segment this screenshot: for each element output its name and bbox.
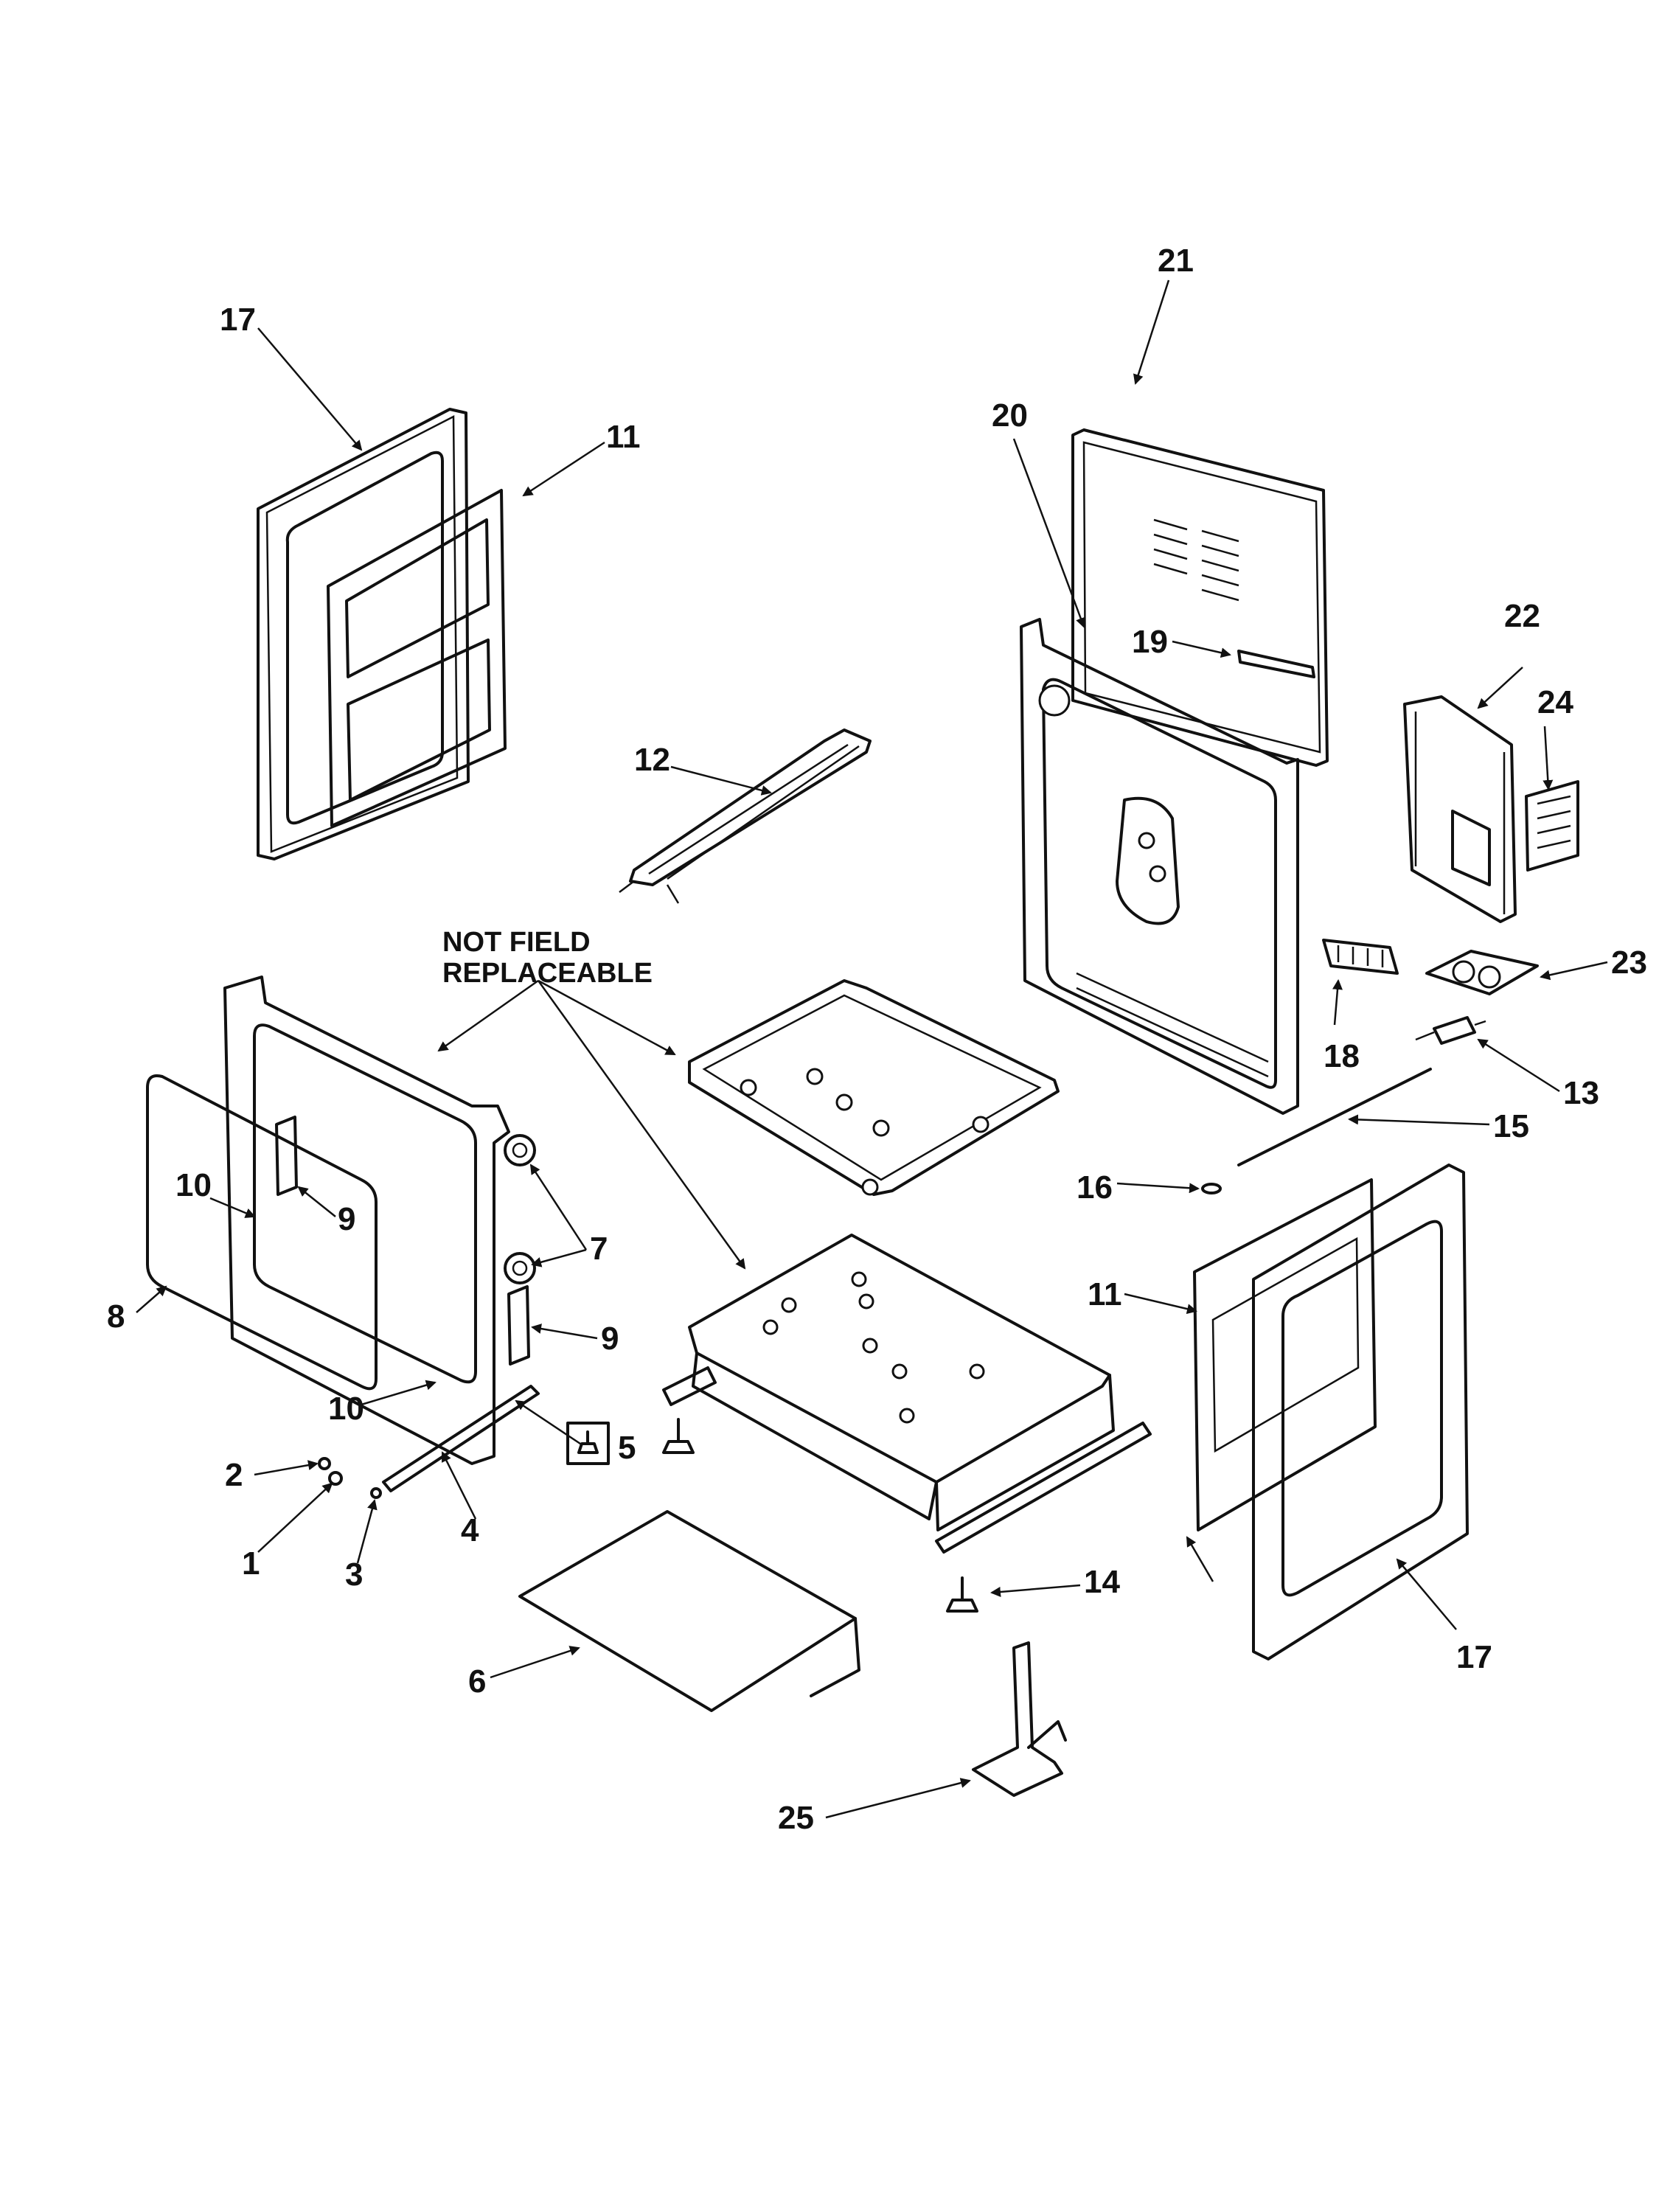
callout-16: 16	[1077, 1169, 1113, 1206]
callout-labels: 17 11 12 21 20 19 22 24 23 18 13 15 16 1…	[107, 243, 1647, 1836]
electrical-box	[1403, 695, 1517, 923]
callout-14: 14	[1084, 1564, 1120, 1600]
callout-9-lower: 9	[601, 1321, 619, 1357]
hardware-1	[328, 1471, 343, 1486]
leader-lines	[136, 279, 1608, 1819]
callout-25: 25	[778, 1800, 814, 1836]
callout-3: 3	[345, 1557, 363, 1593]
insulation-right-lower	[1193, 1178, 1377, 1531]
callout-10-upper: 10	[175, 1167, 212, 1203]
not-field-replaceable-line1: NOT FIELD	[442, 927, 591, 958]
callout-7: 7	[590, 1231, 608, 1267]
hinge-receptacle-lower	[507, 1285, 530, 1366]
callout-11-lower: 11	[1088, 1276, 1122, 1312]
callout-11-upper: 11	[606, 419, 641, 455]
vent-cover	[1525, 780, 1579, 872]
chassis-rail-right	[935, 1422, 1152, 1554]
callout-20: 20	[992, 397, 1028, 434]
callout-9-upper: 9	[338, 1201, 355, 1237]
callout-4: 4	[461, 1512, 479, 1548]
bottom-rail	[382, 1385, 540, 1492]
oven-front-frame	[223, 975, 510, 1465]
callout-21: 21	[1158, 243, 1194, 279]
callout-15: 15	[1493, 1108, 1529, 1144]
hinge-receptacle-upper	[275, 1116, 298, 1196]
bumper-lower	[504, 1252, 536, 1284]
terminal-block	[1322, 939, 1399, 975]
receptacle-plate	[1425, 950, 1539, 995]
insulation-left-upper	[327, 489, 507, 827]
bottom-chassis	[688, 1234, 1115, 1531]
wire-connector	[1415, 1016, 1486, 1045]
hardware-2	[318, 1457, 331, 1470]
rack	[619, 728, 872, 904]
hardware-3	[370, 1487, 382, 1499]
strip	[1237, 650, 1315, 678]
callout-1: 1	[242, 1545, 260, 1582]
callout-24: 24	[1537, 684, 1573, 720]
bottom-panel	[518, 1510, 860, 1712]
callout-12: 12	[634, 742, 670, 778]
callout-18: 18	[1324, 1038, 1360, 1074]
rod-clip	[1201, 1183, 1222, 1194]
oven-cavity-top	[688, 979, 1060, 1196]
rear-frame	[1020, 618, 1299, 1115]
callout-13: 13	[1563, 1075, 1599, 1111]
callout-17-lower: 17	[1456, 1639, 1492, 1675]
leveling-leg-inset	[566, 1422, 610, 1465]
callout-10-lower: 10	[328, 1391, 364, 1427]
chassis-rail-left	[662, 1366, 717, 1406]
leveling-leg	[946, 1576, 978, 1613]
side-panel-left-upper	[257, 408, 470, 860]
callout-2: 2	[225, 1457, 243, 1493]
callout-6: 6	[468, 1663, 486, 1700]
callout-17-upper: 17	[220, 302, 256, 338]
bumper-upper	[504, 1134, 536, 1166]
callout-5: 5	[618, 1430, 636, 1466]
back-panel	[1071, 428, 1329, 767]
callout-23: 23	[1611, 945, 1647, 981]
rod	[1237, 1068, 1432, 1166]
callout-22: 22	[1504, 598, 1540, 634]
leveling-leg-chassis	[662, 1418, 695, 1454]
callout-8: 8	[107, 1298, 125, 1335]
anti-tip-bracket	[972, 1641, 1067, 1797]
door-gasket	[146, 1074, 378, 1391]
side-panel-right-lower	[1252, 1164, 1469, 1660]
not-field-replaceable-line2: REPLACEABLE	[442, 958, 653, 989]
callout-19: 19	[1132, 624, 1168, 660]
